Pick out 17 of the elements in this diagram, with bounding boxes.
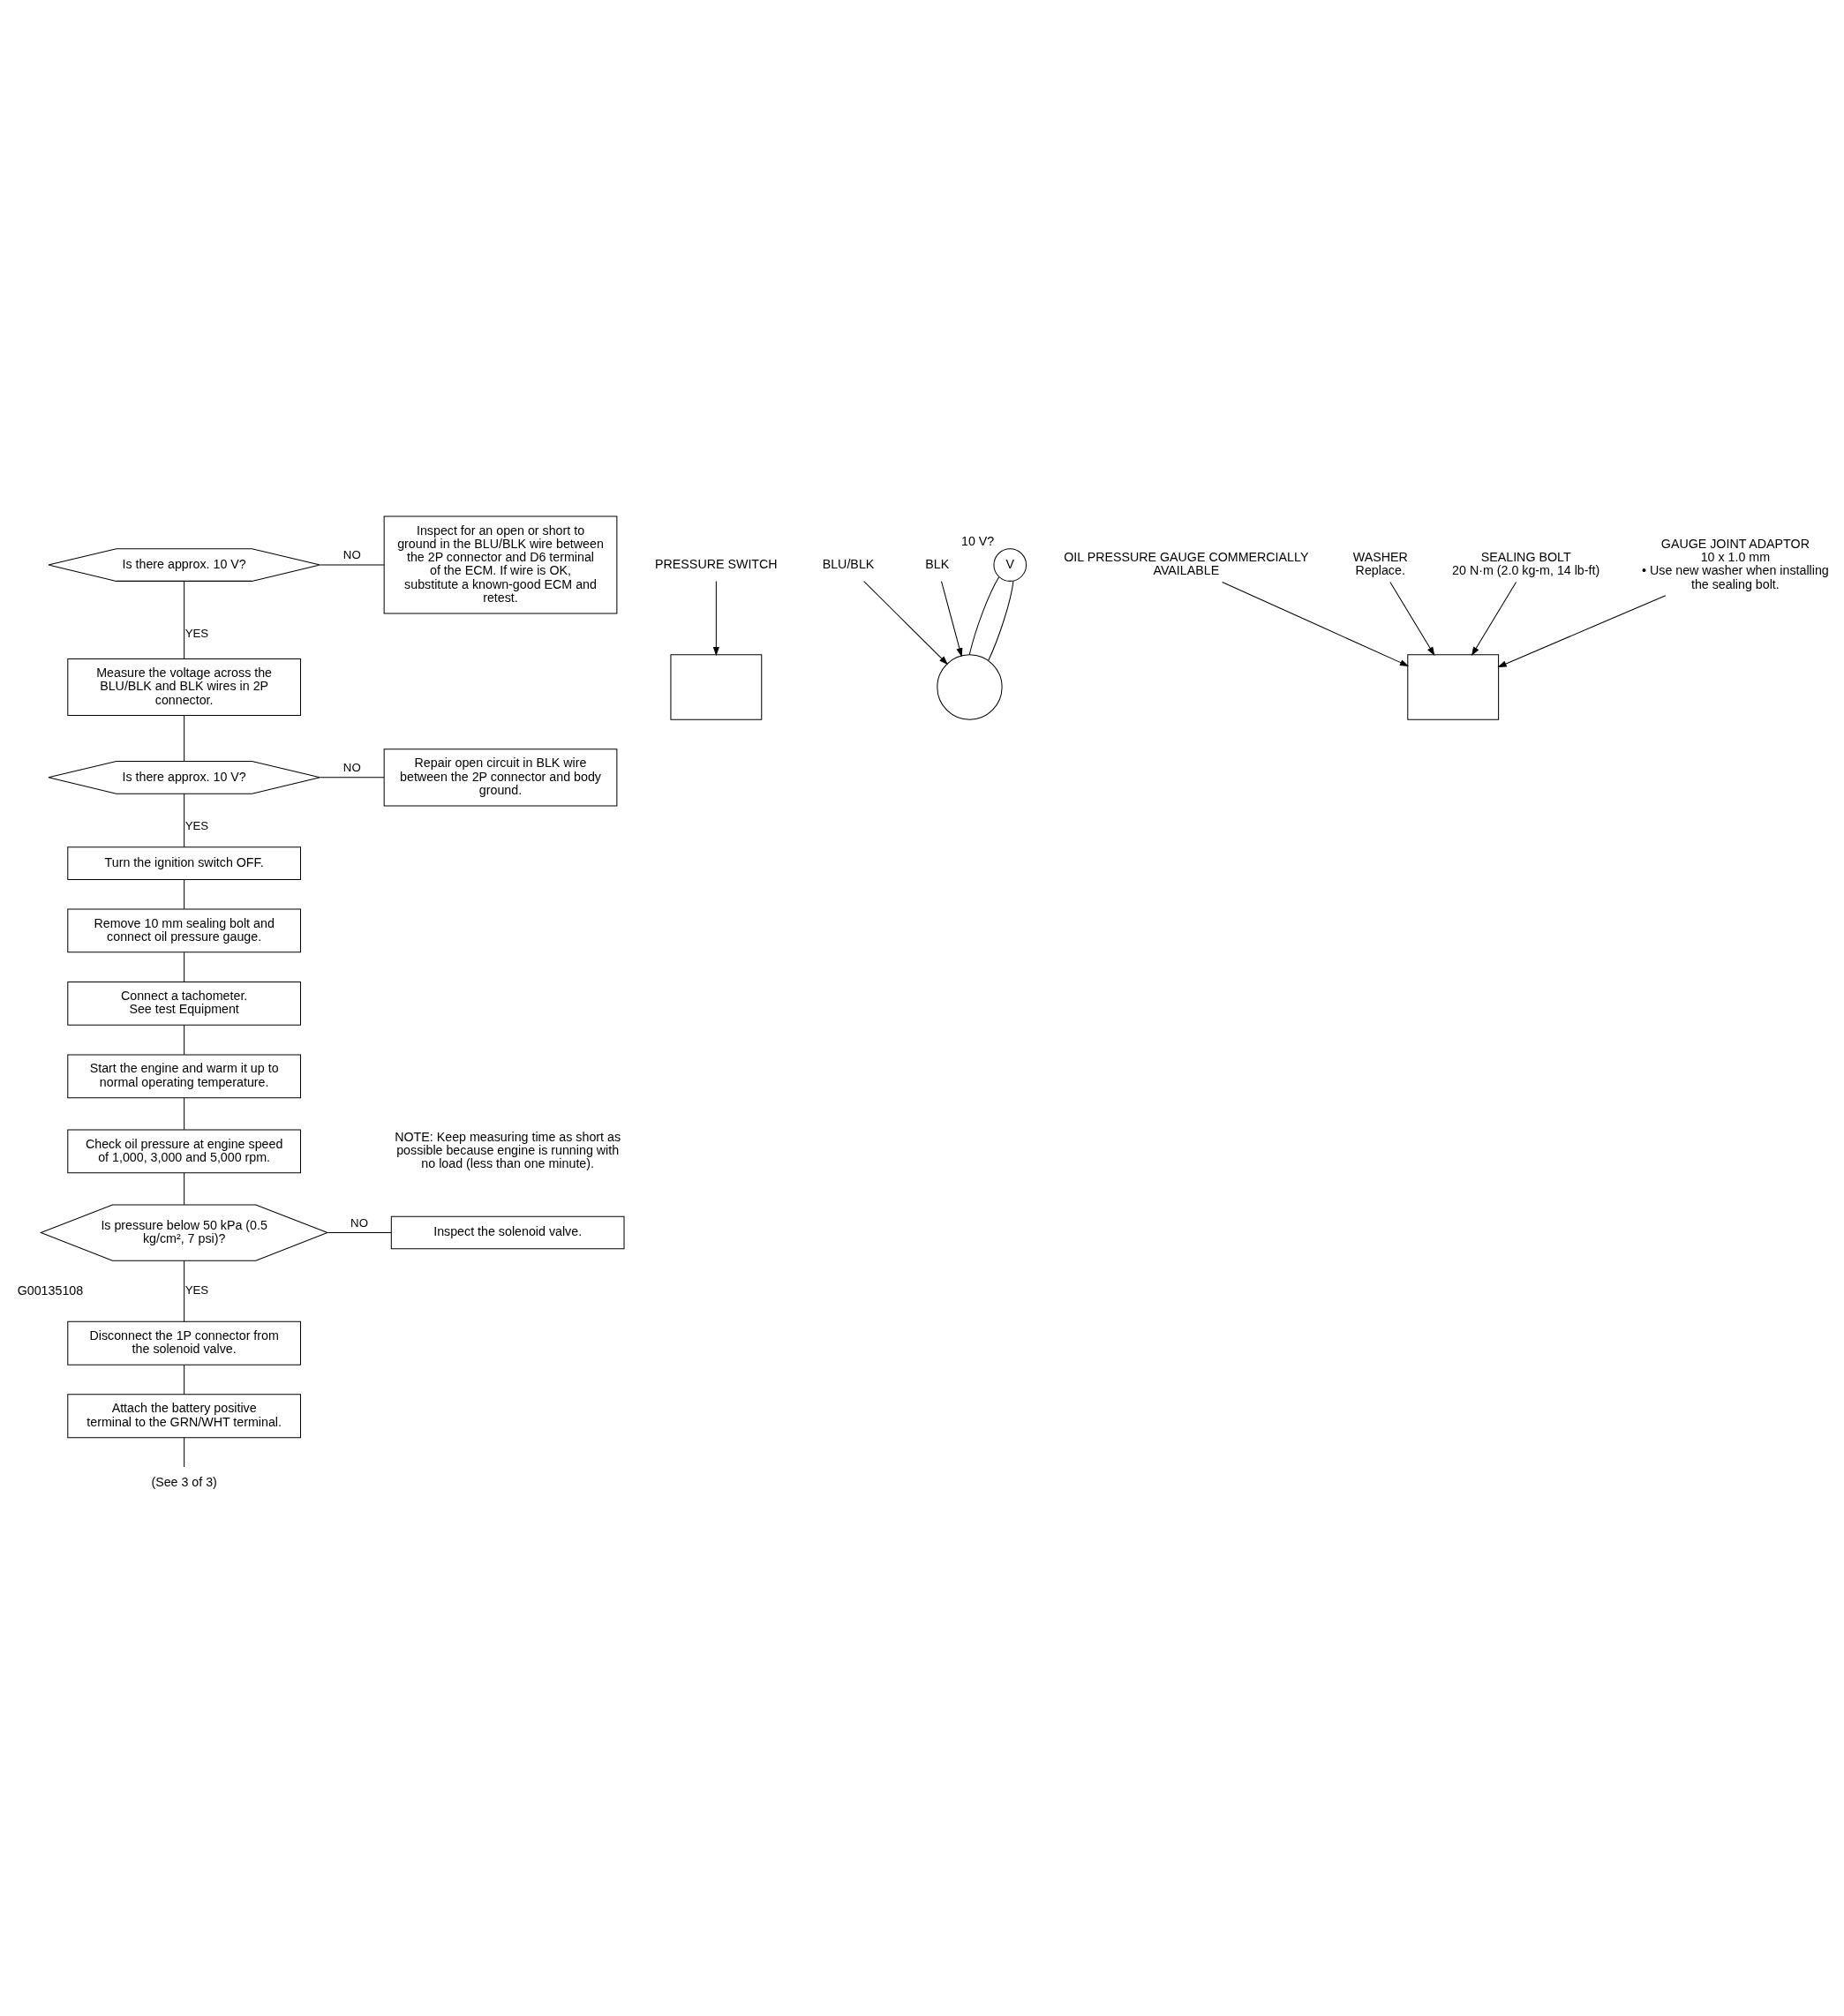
node-text: (See 3 of 3) <box>151 1475 217 1490</box>
label: NOTE: Keep measuring time as short as possible because engine is running with no load (less than one minute). <box>395 1129 621 1171</box>
node-text: WASHER Replace. <box>1352 550 1408 578</box>
node-text: SEALING BOLT 20 N·m (2.0 kg-m, 14 lb-ft) <box>1452 550 1600 578</box>
label: G00135108 <box>17 1283 84 1298</box>
edge-label: YES <box>184 818 209 832</box>
node-text: GAUGE JOINT ADAPTOR 10 x 1.0 mm • Use new washer when installing the sealing bolt. <box>1642 536 1829 591</box>
node-label: 10 V? <box>961 533 995 548</box>
node-text: BLK <box>925 556 950 571</box>
node-text: BLU/BLK <box>822 556 875 571</box>
edge-label: NO <box>350 1215 368 1230</box>
edge-label: NO <box>342 761 361 775</box>
edge-label: YES <box>184 1283 209 1298</box>
node-text: OIL PRESSURE GAUGE COMMERCIALLY AVAILABLE <box>1064 550 1309 578</box>
node-text: PRESSURE SWITCH <box>655 556 778 571</box>
edge-label: YES <box>184 626 209 640</box>
edge-label: NO <box>342 548 361 562</box>
